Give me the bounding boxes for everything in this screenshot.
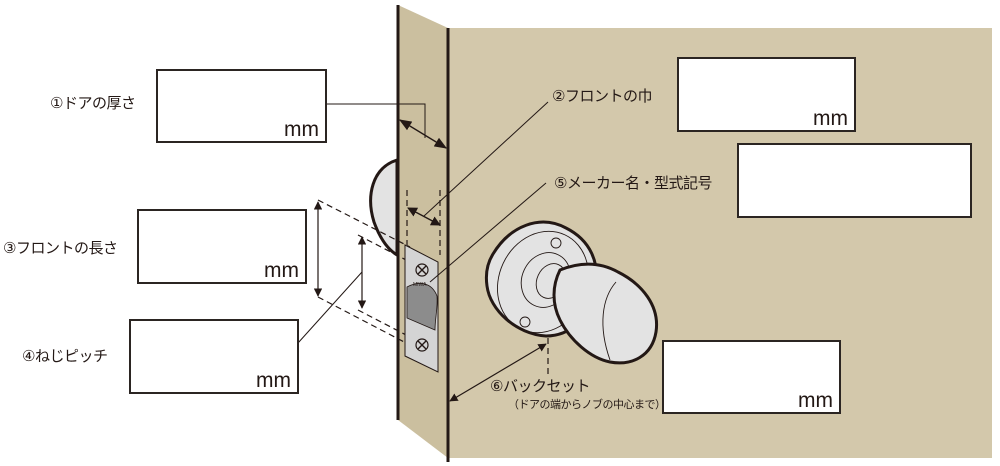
backset-arrow: [449, 343, 547, 402]
front-length-unit: mm: [264, 259, 299, 282]
plate-screw-top: [415, 263, 429, 277]
backset-input[interactable]: mm: [662, 340, 841, 414]
front-width-unit: mm: [813, 107, 848, 130]
plate-brand: MIWA: [413, 282, 427, 288]
front-width-label: ②フロントの巾: [552, 87, 652, 105]
screw-pitch-label: ④ねじピッチ: [22, 347, 108, 365]
backset-unit: mm: [798, 389, 833, 412]
door-thickness-label: ①ドアの厚さ: [50, 94, 136, 112]
front-length-input[interactable]: mm: [137, 209, 307, 284]
front-length-label: ③フロントの長さ: [3, 239, 118, 257]
door-thickness-input[interactable]: mm: [156, 69, 327, 143]
front-knob: [484, 220, 659, 365]
screw-pitch-unit: mm: [256, 369, 291, 392]
door-thickness-arrow: [398, 119, 448, 149]
leader-lines: [297, 101, 549, 344]
screw-pitch-input[interactable]: mm: [129, 319, 299, 394]
front-width-arrow: [407, 207, 441, 226]
backset-label: ⑥バックセット: [490, 377, 590, 395]
plate-screw-bottom: [415, 338, 429, 352]
maker-model-input[interactable]: [737, 143, 972, 218]
backset-sublabel: （ドアの端からノブの中心まで）: [508, 398, 666, 411]
latch-bolt: [406, 282, 438, 331]
back-knob: [369, 157, 399, 258]
front-width-input[interactable]: mm: [677, 57, 856, 132]
maker-model-label: ⑤メーカー名・型式記号: [554, 174, 712, 192]
door-thickness-unit: mm: [284, 118, 319, 141]
